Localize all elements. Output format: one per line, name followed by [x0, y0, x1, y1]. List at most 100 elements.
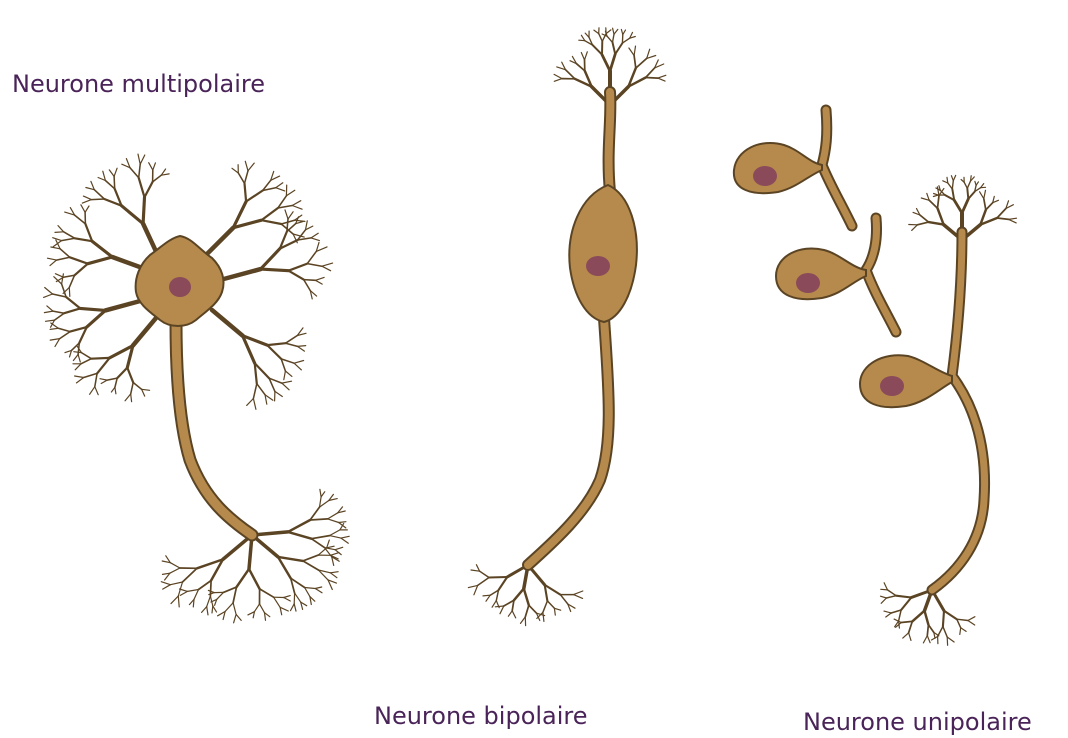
- branch-segment: [292, 206, 302, 210]
- branch-segment: [170, 582, 182, 585]
- branch-segment: [53, 241, 61, 247]
- branch-segment: [276, 183, 283, 188]
- branch-segment: [75, 215, 86, 224]
- branch-segment: [83, 196, 91, 200]
- branch-segment: [899, 610, 902, 621]
- unipolar-nucleus-2: [796, 273, 820, 293]
- branch-segment: [50, 260, 57, 266]
- branch-segment: [305, 588, 310, 597]
- branch-segment: [178, 596, 179, 607]
- branch-segment: [335, 547, 343, 549]
- branch-segment: [593, 45, 602, 55]
- branch-segment: [610, 54, 615, 71]
- branch-segment: [943, 611, 944, 627]
- branch-segment: [929, 200, 937, 208]
- branch-segment: [238, 173, 244, 183]
- branch-segment: [554, 79, 562, 82]
- branch-segment: [303, 555, 318, 561]
- branch-segment: [953, 175, 955, 180]
- branch-segment: [938, 627, 943, 637]
- branch-segment: [57, 257, 70, 260]
- branch-segment: [276, 188, 285, 191]
- branch-segment: [217, 592, 224, 599]
- branch-segment: [87, 310, 106, 327]
- branch-segment: [1009, 218, 1017, 219]
- bipolar-neuron: [468, 28, 665, 626]
- branch-segment: [245, 171, 249, 184]
- branch-segment: [574, 591, 583, 595]
- branch-segment: [53, 311, 64, 313]
- branch-segment: [658, 75, 666, 78]
- branch-segment: [478, 578, 489, 586]
- branch-segment: [111, 387, 115, 392]
- branch-segment: [980, 192, 984, 199]
- branch-segment: [285, 210, 288, 219]
- branch-segment: [236, 614, 241, 620]
- branch-segment: [81, 359, 91, 364]
- branch-segment: [636, 58, 647, 68]
- branch-segment: [886, 596, 896, 598]
- branch-segment: [105, 181, 114, 189]
- branch-segment: [143, 197, 144, 223]
- branch-segment: [246, 191, 263, 202]
- bipolar-axon-terminals: [468, 565, 582, 626]
- branch-segment: [237, 569, 250, 587]
- branch-segment: [923, 636, 927, 643]
- branch-segment: [180, 591, 187, 595]
- branch-segment: [245, 183, 247, 201]
- branch-segment: [330, 573, 337, 578]
- branch-segment: [284, 598, 291, 602]
- branch-segment: [285, 371, 292, 376]
- branch-segment: [471, 570, 480, 571]
- branch-segment: [142, 389, 145, 396]
- branch-segment: [233, 603, 236, 615]
- branch-segment: [225, 603, 233, 612]
- branch-segment: [341, 536, 349, 538]
- branch-segment: [44, 311, 53, 313]
- branch-segment: [278, 557, 303, 561]
- branch-segment: [170, 563, 180, 568]
- branch-segment: [291, 604, 295, 611]
- branch-segment: [884, 611, 891, 613]
- branch-segment: [294, 604, 296, 611]
- branch-segment: [330, 572, 338, 573]
- branch-segment: [311, 233, 318, 238]
- branch-segment: [66, 297, 80, 308]
- branch-segment: [927, 636, 930, 643]
- branch-segment: [84, 373, 97, 377]
- branch-segment: [574, 595, 583, 599]
- branch-segment: [85, 206, 89, 212]
- branch-segment: [105, 300, 144, 310]
- branch-segment: [599, 34, 603, 42]
- branch-segment: [606, 30, 611, 34]
- branch-segment: [97, 358, 110, 374]
- branch-segment: [81, 205, 85, 213]
- branch-segment: [171, 596, 178, 604]
- branch-segment: [139, 178, 145, 198]
- multipolar-neuron: [44, 154, 350, 623]
- unipolar-cell-body-2: [776, 248, 866, 299]
- branch-segment: [938, 196, 940, 209]
- branch-segment: [282, 381, 292, 383]
- branch-segment: [986, 203, 993, 210]
- branch-segment: [962, 199, 968, 213]
- branch-segment: [316, 277, 325, 280]
- branch-segment: [223, 587, 236, 592]
- branch-segment: [960, 628, 961, 635]
- branch-segment: [145, 182, 153, 197]
- branch-segment: [261, 249, 280, 270]
- branch-segment: [287, 219, 288, 232]
- branch-segment: [142, 389, 150, 390]
- branch-segment: [303, 561, 319, 570]
- bipolar-nucleus: [586, 256, 610, 276]
- branch-segment: [69, 275, 74, 287]
- branch-segment: [95, 387, 98, 395]
- branch-segment: [330, 553, 339, 556]
- branch-segment: [307, 251, 316, 263]
- branch-segment: [298, 346, 305, 351]
- branch-segment: [514, 589, 524, 601]
- branch-segment: [957, 619, 968, 620]
- branch-segment: [968, 192, 974, 199]
- branch-segment: [139, 164, 141, 178]
- branch-segment: [133, 383, 141, 390]
